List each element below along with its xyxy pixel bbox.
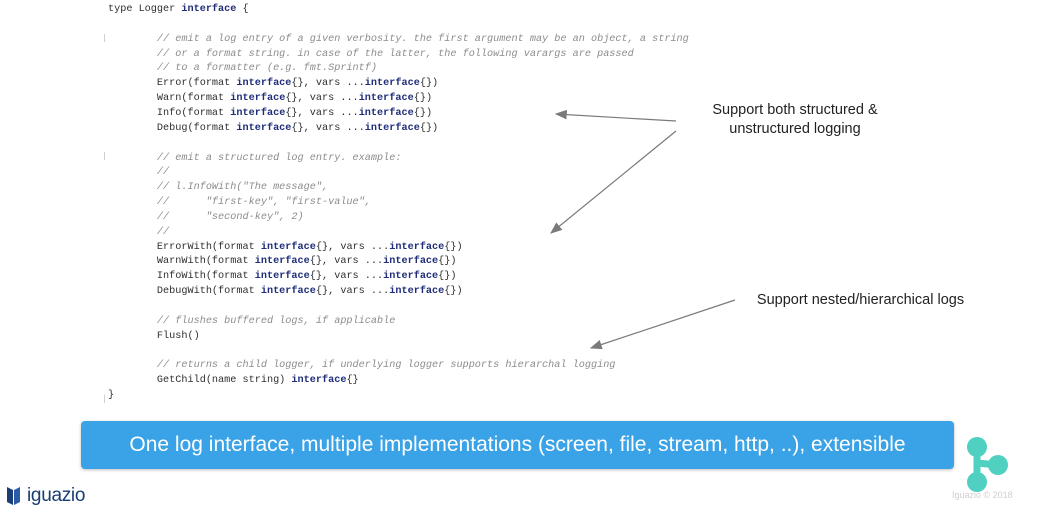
iguazio-logo-icon [7, 487, 20, 505]
annotation-nested: Support nested/hierarchical logs [756, 292, 965, 308]
code-text: {}, vars ... [285, 93, 359, 105]
code-line: // [108, 166, 169, 180]
code-comment: // [108, 226, 170, 238]
code-comment: // emit a structured log entry. example: [108, 152, 402, 164]
code-text: {}, vars ... [309, 256, 384, 268]
code-line: // l.InfoWith("The message", [108, 181, 328, 195]
code-text: WarnWith(format [108, 256, 255, 268]
code-text: {}, vars ... [285, 107, 359, 119]
code-line: Error(format interface{}, vars ...interf… [108, 77, 438, 91]
code-text: {}) [438, 271, 457, 283]
code-keyword: interface [260, 241, 316, 253]
arrow-to-basic-methods [554, 109, 677, 122]
code-line: // emit a log entry of a given verbosity… [108, 33, 689, 47]
arrow-to-with-methods [550, 130, 677, 234]
code-line: // to a formatter (e.g. fmt.Sprintf) [108, 62, 377, 76]
code-text: {}) [413, 93, 433, 105]
code-keyword: interface [291, 375, 347, 387]
code-line: Flush() [108, 330, 200, 344]
arrow-to-getchild [589, 299, 736, 350]
code-line: type Logger interface { [108, 3, 249, 17]
code-text: {}, vars ... [291, 122, 365, 134]
code-line: GetChild(name string) interface{} [108, 374, 359, 388]
annotation-structured: Support both structured & unstructured l… [690, 101, 900, 139]
code-text: Warn(format [108, 93, 231, 105]
code-text: {}) [444, 286, 463, 298]
code-text: { [236, 4, 249, 15]
code-comment: // returns a child logger, if underlying… [108, 360, 616, 372]
code-line: Warn(format interface{}, vars ...interfa… [108, 92, 432, 106]
code-text: {}, vars ... [291, 78, 365, 90]
code-keyword: interface [389, 286, 445, 298]
code-keyword: interface [383, 256, 439, 268]
fold-marker [104, 152, 109, 160]
code-comment: // [108, 167, 170, 179]
code-line: // "first-key", "first-value", [108, 196, 371, 210]
code-text: Flush() [108, 330, 200, 342]
code-line: // "second-key", 2) [108, 211, 304, 225]
code-line: InfoWith(format interface{}, vars ...int… [108, 270, 457, 284]
code-comment: // l.InfoWith("The message", [108, 182, 329, 194]
code-keyword: interface [358, 93, 414, 105]
code-text: {}, vars ... [315, 286, 390, 298]
code-keyword: interface [364, 122, 420, 134]
annotation-structured-line1: Support both structured & [712, 102, 878, 118]
code-text: {}) [419, 78, 439, 90]
code-line: } [108, 389, 114, 403]
code-text: {}, vars ... [315, 241, 390, 253]
code-keyword: interface [260, 286, 316, 298]
code-line: // returns a child logger, if underlying… [108, 359, 616, 373]
code-keyword: interface [230, 93, 286, 105]
fold-marker [104, 395, 109, 403]
code-keyword: interface [236, 78, 292, 90]
code-comment: // "second-key", 2) [108, 211, 304, 223]
code-comment: // emit a log entry of a given verbosity… [108, 33, 689, 45]
summary-banner: One log interface, multiple implementati… [81, 421, 954, 469]
code-keyword: interface [230, 107, 286, 119]
code-line: // emit a structured log entry. example: [108, 152, 402, 166]
code-keyword: interface [389, 241, 445, 253]
code-text: {} [346, 375, 359, 387]
logo-text: iguazio [27, 485, 86, 506]
code-comment: // flushes buffered logs, if applicable [108, 315, 396, 327]
code-text: {}, vars ... [309, 271, 384, 283]
code-text: Info(format [108, 107, 231, 119]
code-keyword: interface [254, 256, 310, 268]
code-line: Info(format interface{}, vars ...interfa… [108, 107, 432, 121]
code-text: Error(format [108, 78, 237, 90]
code-comment: // or a format string. in case of the la… [108, 48, 634, 60]
code-text: InfoWith(format [108, 271, 255, 283]
code-text: {}) [413, 107, 433, 119]
code-keyword: interface [364, 78, 420, 90]
code-keyword: interface [236, 122, 292, 134]
code-text: type Logger [108, 4, 182, 15]
code-text: {}) [419, 122, 439, 134]
code-line: // flushes buffered logs, if applicable [108, 315, 395, 329]
code-text: GetChild(name string) [108, 375, 292, 387]
code-text: {}) [438, 256, 457, 268]
code-keyword: interface [383, 271, 439, 283]
code-line: DebugWith(format interface{}, vars ...in… [108, 285, 463, 299]
copyright-text: Iguazio © 2018 [952, 490, 1013, 500]
code-text: Debug(format [108, 122, 237, 134]
annotation-structured-line2: unstructured logging [729, 121, 861, 137]
code-keyword: interface [181, 4, 237, 15]
code-comment: // "first-key", "first-value", [108, 197, 371, 209]
code-text: ErrorWith(format [108, 241, 261, 253]
code-text: {}) [444, 241, 463, 253]
code-text: } [108, 390, 115, 402]
code-keyword: interface [254, 271, 310, 283]
code-line: ErrorWith(format interface{}, vars ...in… [108, 241, 463, 255]
code-comment: // to a formatter (e.g. fmt.Sprintf) [108, 63, 377, 75]
code-keyword: interface [358, 107, 414, 119]
code-text: DebugWith(format [108, 286, 261, 298]
code-line: // [108, 226, 169, 240]
teal-nodes-icon [967, 437, 1008, 492]
code-line: WarnWith(format interface{}, vars ...int… [108, 255, 457, 269]
iguazio-logo: iguazio [4, 484, 85, 508]
fold-marker [104, 34, 109, 42]
code-line: // or a format string. in case of the la… [108, 48, 634, 62]
code-line: Debug(format interface{}, vars ...interf… [108, 122, 438, 136]
